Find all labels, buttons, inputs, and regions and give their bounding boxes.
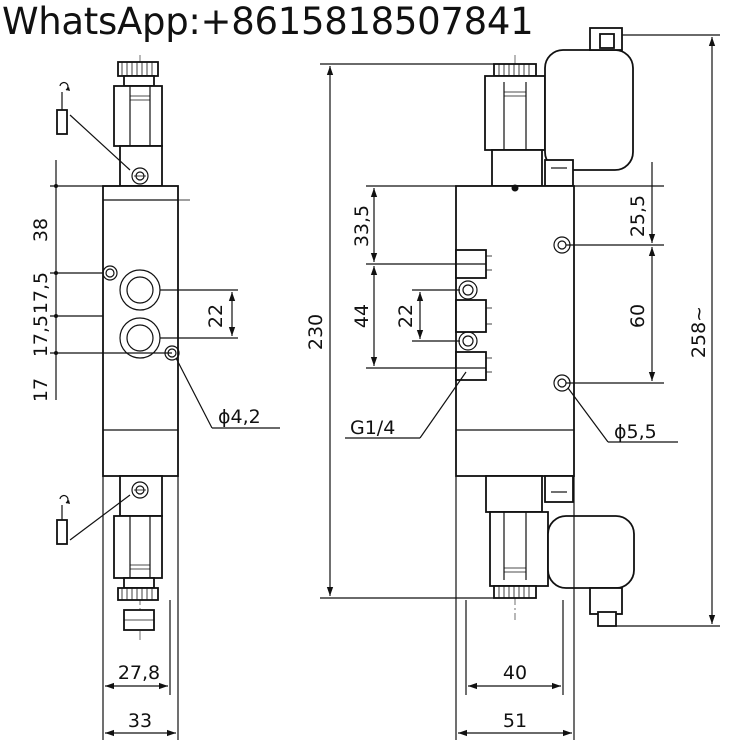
- dim-25-5: 25,5: [627, 195, 649, 237]
- watermark-text: WhatsApp:+8615818507841: [2, 0, 534, 43]
- dim-38: 38: [30, 218, 52, 242]
- top-actuator-front: [484, 27, 634, 187]
- top-actuator: [113, 61, 163, 187]
- dim-17: 17: [30, 378, 52, 402]
- dim-17-5-a: 17,5: [30, 272, 52, 314]
- dim-44: 44: [351, 304, 373, 328]
- bottom-actuator: [113, 475, 163, 631]
- dim-27-8: 27,8: [118, 662, 160, 684]
- dim-51: 51: [503, 710, 527, 732]
- dim-258: 258~: [688, 306, 710, 358]
- dim-33-5: 33,5: [351, 205, 373, 247]
- valve-body: [102, 185, 179, 477]
- dim-60: 60: [627, 304, 649, 328]
- manual-override-icon: [56, 494, 131, 545]
- bottom-actuator-front: [485, 475, 635, 627]
- dim-22-left: 22: [205, 304, 227, 328]
- dim-40: 40: [503, 662, 527, 684]
- port-label-g1-4: G1/4: [350, 417, 395, 439]
- dim-33: 33: [128, 710, 152, 732]
- dim-22-right: 22: [395, 304, 417, 328]
- front-view: 230 33,5 44 22 G1/4 25,5 60: [305, 27, 720, 740]
- manual-override-icon: [56, 82, 131, 171]
- hole-label-4-2: ϕ4,2: [218, 406, 261, 428]
- hole-label-5-5: ϕ5,5: [614, 421, 657, 443]
- dim-17-5-b: 17,5: [30, 315, 52, 357]
- dim-230: 230: [305, 314, 327, 350]
- side-view: 38 17,5 17,5 17 22 ϕ4,2 27,8 33: [30, 55, 280, 740]
